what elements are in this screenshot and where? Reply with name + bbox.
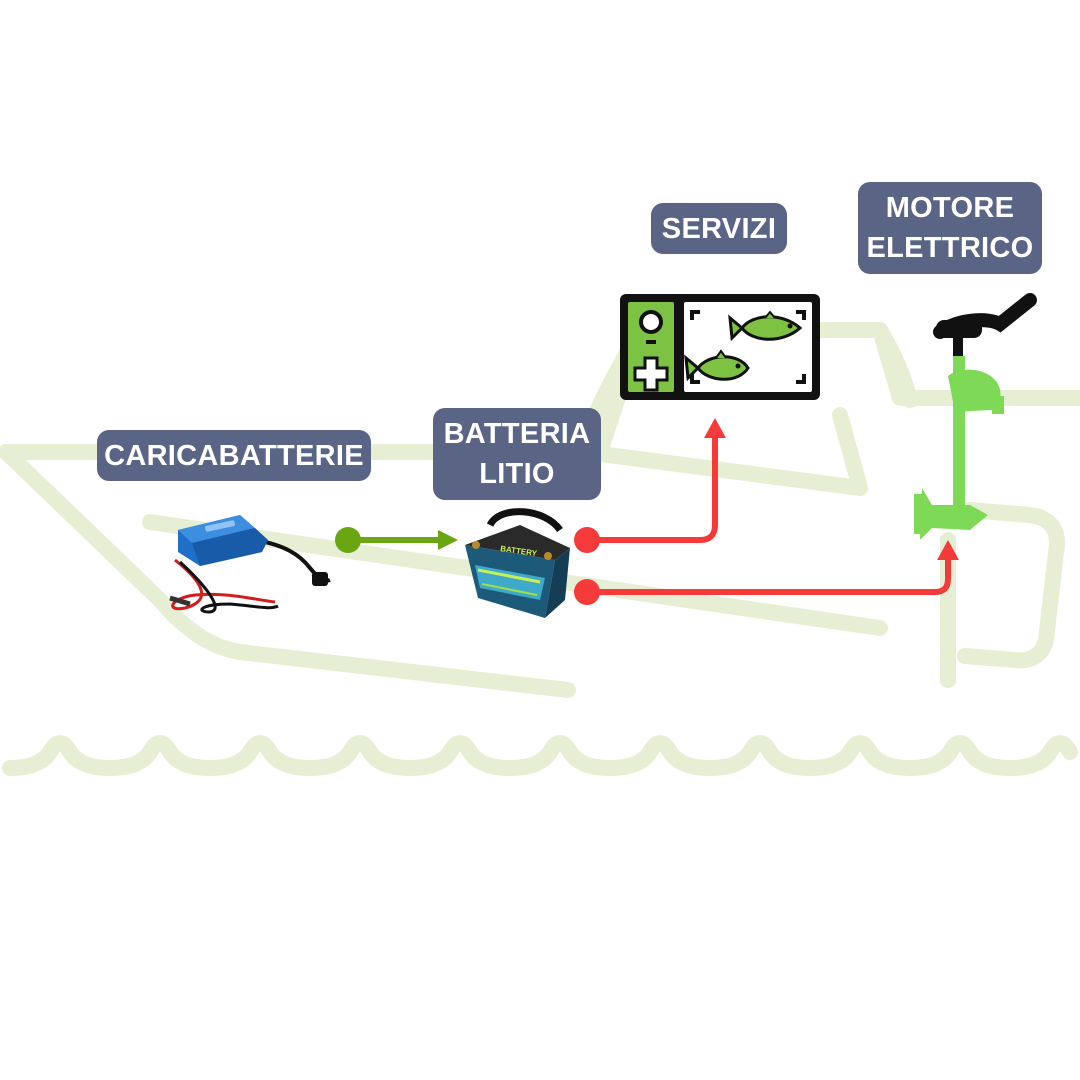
trolling-motor-icon (914, 293, 1037, 540)
services-label-text: SERVIZI (661, 212, 777, 245)
battery-charger-icon (169, 515, 331, 614)
battery-label-line2: LITIO (479, 458, 555, 490)
fish-finder-icon (620, 294, 820, 400)
motor-label-line1: MOTORE (885, 192, 1015, 224)
charger-label: CARICABATTERIE (97, 430, 371, 481)
services-power-arrow (574, 418, 726, 553)
battery-label: BATTERIA LITIO (433, 408, 601, 500)
motor-power-arrow (574, 540, 959, 605)
charger-label-text: CARICABATTERIE (104, 439, 364, 472)
services-label: SERVIZI (651, 203, 787, 254)
motor-label: MOTORE ELETTRICO (858, 182, 1042, 274)
charge-flow-arrow (335, 527, 458, 553)
battery-label-line1: BATTERIA (443, 418, 591, 450)
fish-icon (684, 349, 750, 382)
lithium-battery-icon: BATTERY (465, 508, 570, 618)
fish-icon (728, 310, 803, 342)
water-waves (2, 735, 1078, 777)
motor-label-line2: ELETTRICO (866, 232, 1034, 264)
